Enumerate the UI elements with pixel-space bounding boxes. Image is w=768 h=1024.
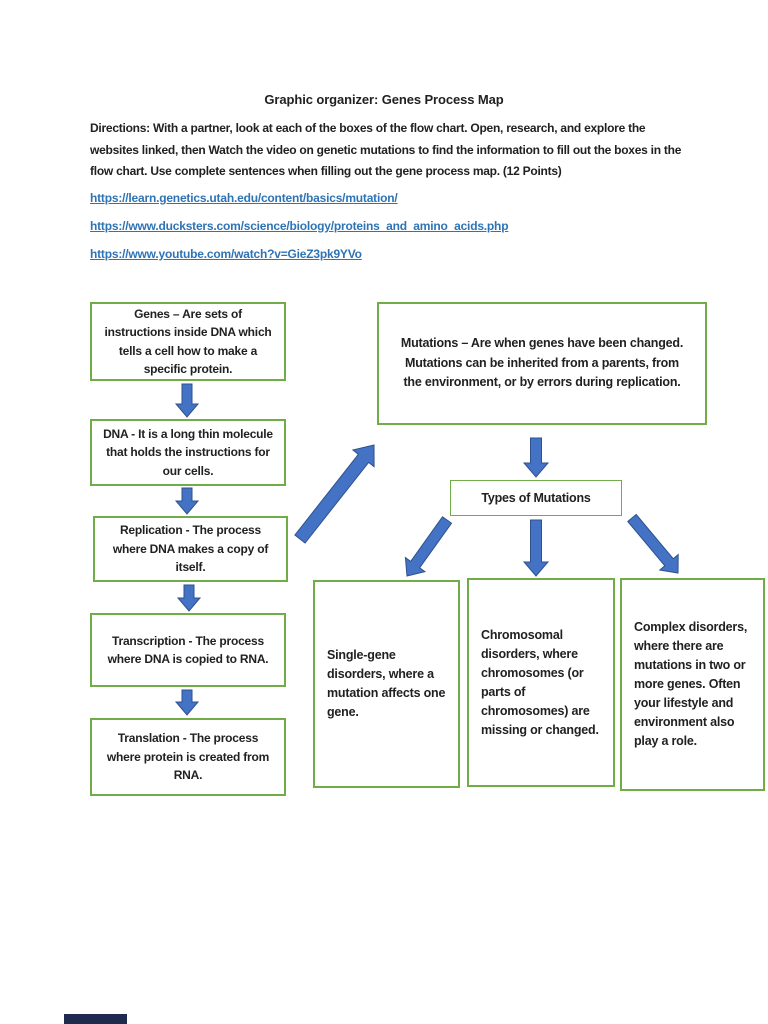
directions-text: Directions: With a partner, look at each… <box>90 121 682 178</box>
arrow-genes-to-dna <box>174 383 200 418</box>
arrow-dna-to-replication <box>174 487 200 515</box>
types-of-mutations-box: Types of Mutations <box>450 480 622 516</box>
viewer-progress-bar <box>64 1014 127 1024</box>
chromosomal-disorders-box: Chromosomal disorders, where chromosomes… <box>467 578 615 787</box>
mutations-box: Mutations – Are when genes have been cha… <box>377 302 707 425</box>
link-youtube[interactable]: https://www.youtube.com/watch?v=GieZ3pk9… <box>90 247 362 261</box>
link-genetics-utah[interactable]: https://learn.genetics.utah.edu/content/… <box>90 191 398 205</box>
replication-box: Replication - The process where DNA make… <box>93 516 288 582</box>
link-ducksters[interactable]: https://www.ducksters.com/science/biolog… <box>90 219 509 233</box>
arrow-replication-to-mutations <box>294 444 375 544</box>
arrow-types-to-complex <box>627 513 679 574</box>
arrow-types-to-chromosomal <box>522 519 550 577</box>
transcription-box: Transcription - The process where DNA is… <box>90 613 286 687</box>
single-gene-disorders-box: Single-gene disorders, where a mutation … <box>313 580 460 788</box>
dna-box: DNA - It is a long thin molecule that ho… <box>90 419 286 486</box>
arrow-transcription-to-translation <box>174 689 200 716</box>
arrow-mutations-to-types <box>522 437 550 478</box>
complex-disorders-box: Complex disorders, where there are mutat… <box>620 578 765 791</box>
arrow-replication-to-transcription <box>176 584 202 612</box>
page-title: Graphic organizer: Genes Process Map <box>264 92 504 107</box>
arrow-types-to-single-gene <box>404 516 453 577</box>
genes-box: Genes – Are sets of instructions inside … <box>90 302 286 381</box>
translation-box: Translation - The process where protein … <box>90 718 286 796</box>
